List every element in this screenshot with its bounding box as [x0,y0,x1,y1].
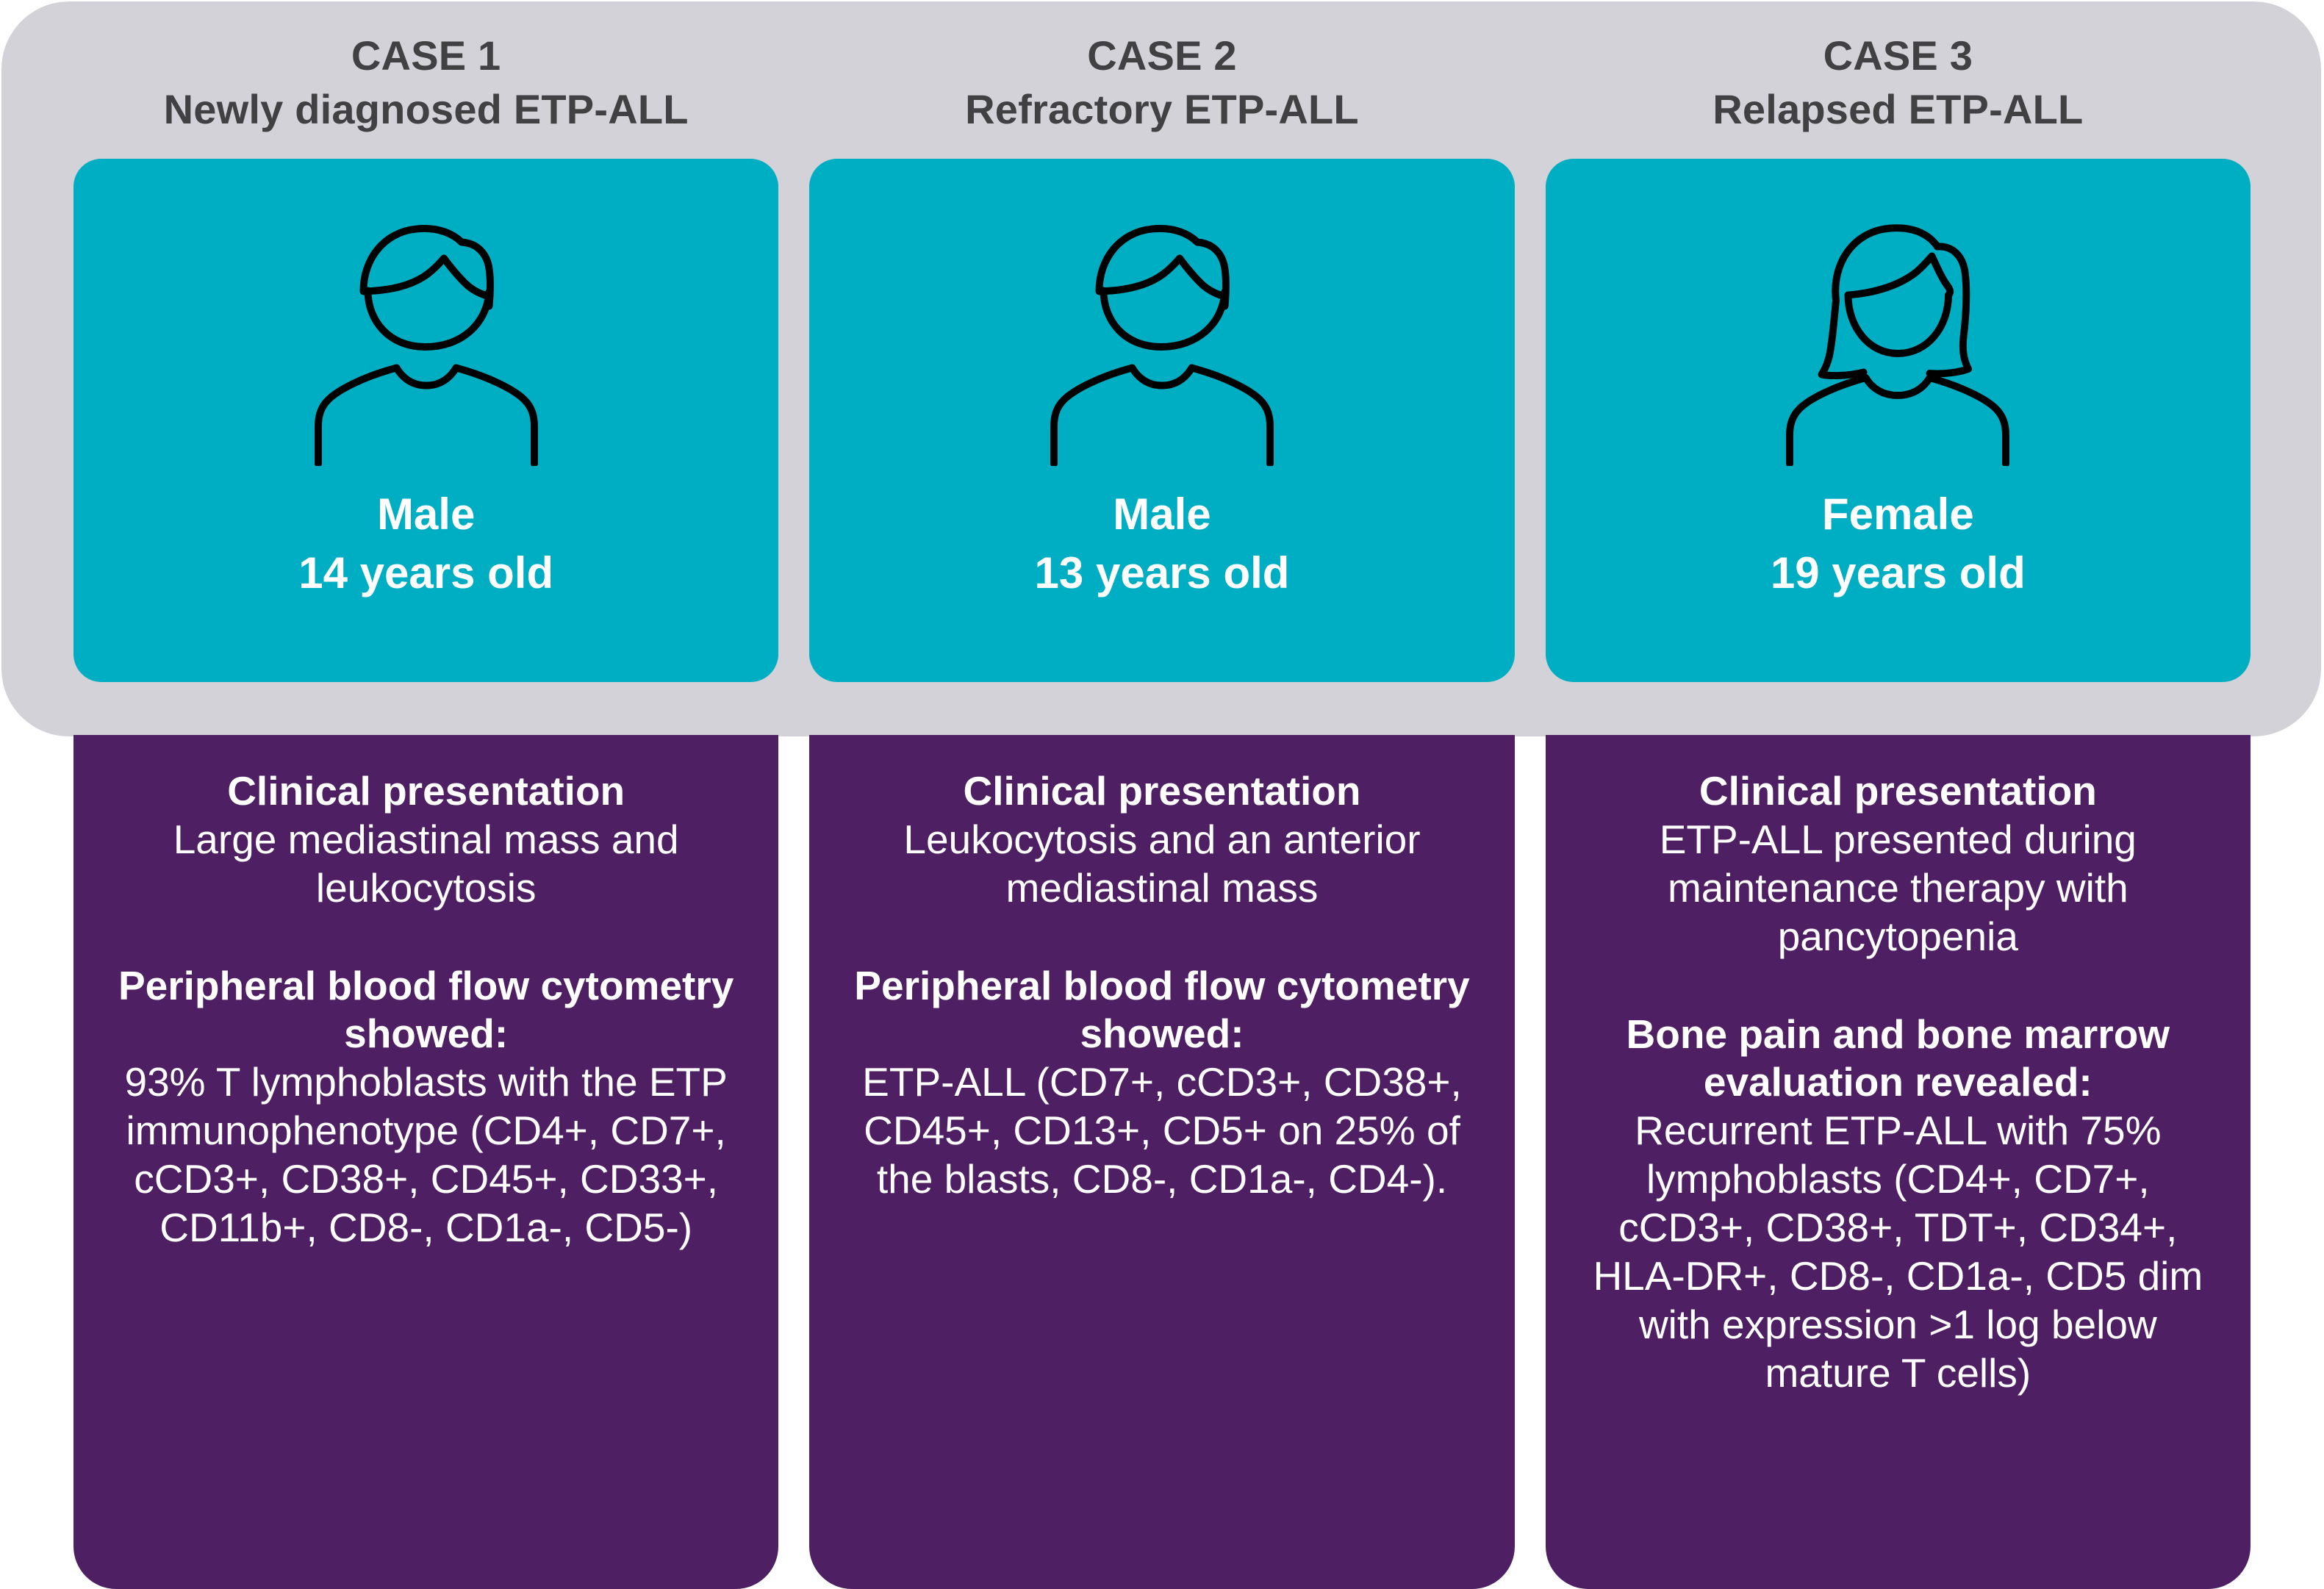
patient-card-3: Female 19 years old [1545,159,2251,682]
detail-section-3-1: Clinical presentation ETP-ALL presented … [1575,767,2221,961]
section-body: Large mediastinal mass and leukocytosis [173,816,679,911]
male-avatar-icon [290,201,563,466]
patient-meta-2: Male 13 years old [1035,485,1290,603]
section-body: ETP-ALL presented during maintenance the… [1659,816,2137,959]
patient-sex-2: Male [1113,489,1211,539]
case-label-1: CASE 1 [351,32,501,79]
section-heading: Clinical presentation [1699,768,2097,814]
female-avatar-icon [1761,201,2034,466]
section-heading: Peripheral blood flow cytometry showed: [854,962,1470,1056]
section-body: ETP-ALL (CD7+, cCD3+, CD38+, CD45+, CD13… [862,1058,1462,1202]
detail-card-1: Clinical presentation Large mediastinal … [73,735,779,1589]
detail-card-2: Clinical presentation Leukocytosis and a… [809,735,1515,1589]
case-subtitle-3: Relapsed ETP-ALL [1712,86,2084,132]
detail-section-1-1: Clinical presentation Large mediastinal … [103,767,749,912]
case-subtitle-1: Newly diagnosed ETP-ALL [163,86,689,132]
section-body: Leukocytosis and an anterior mediastinal… [903,816,1421,911]
case-heading-3: CASE 3 Relapsed ETP-ALL [1546,0,2251,159]
male-avatar-icon [1025,201,1299,466]
case-heading-2: CASE 2 Refractory ETP-ALL [809,0,1514,159]
patient-sex-1: Male [376,489,476,539]
section-heading: Clinical presentation [963,768,1361,814]
patient-sex-3: Female [1821,489,1974,539]
detail-card-3: Clinical presentation ETP-ALL presented … [1545,735,2251,1589]
patient-meta-1: Male 14 years old [298,485,553,603]
patient-age-3: 19 years old [1770,548,2026,598]
patient-age-1: 14 years old [298,548,554,598]
section-heading: Peripheral blood flow cytometry showed: [118,962,734,1056]
case-label-2: CASE 2 [1087,32,1237,79]
patient-card-1: Male 14 years old [73,159,779,682]
patient-age-2: 13 years old [1034,548,1290,598]
detail-section-2-1: Clinical presentation Leukocytosis and a… [839,767,1485,912]
detail-section-1-2: Peripheral blood flow cytometry showed: … [103,962,749,1252]
case-subtitle-2: Refractory ETP-ALL [965,86,1359,132]
case-label-3: CASE 3 [1823,32,1973,79]
section-heading: Clinical presentation [227,768,625,814]
case-heading-1: CASE 1 Newly diagnosed ETP-ALL [73,0,778,159]
detail-section-2-2: Peripheral blood flow cytometry showed: … [839,962,1485,1203]
patient-meta-3: Female 19 years old [1771,485,2026,603]
section-heading: Bone pain and bone marrow evaluation rev… [1626,1011,2170,1105]
patient-card-2: Male 13 years old [809,159,1515,682]
section-body: 93% T lymphoblasts with the ETP immunoph… [124,1058,728,1250]
case-column-3: CASE 3 Relapsed ETP-ALL Female 19 years … [1545,0,2251,1589]
case-column-2: CASE 2 Refractory ETP-ALL Male 13 years … [809,0,1515,1589]
section-body: Recurrent ETP-ALL with 75% lymphoblasts … [1593,1107,2203,1396]
case-column-1: CASE 1 Newly diagnosed ETP-ALL Male 14 y… [73,0,779,1589]
detail-section-3-2: Bone pain and bone marrow evaluation rev… [1575,1011,2221,1397]
